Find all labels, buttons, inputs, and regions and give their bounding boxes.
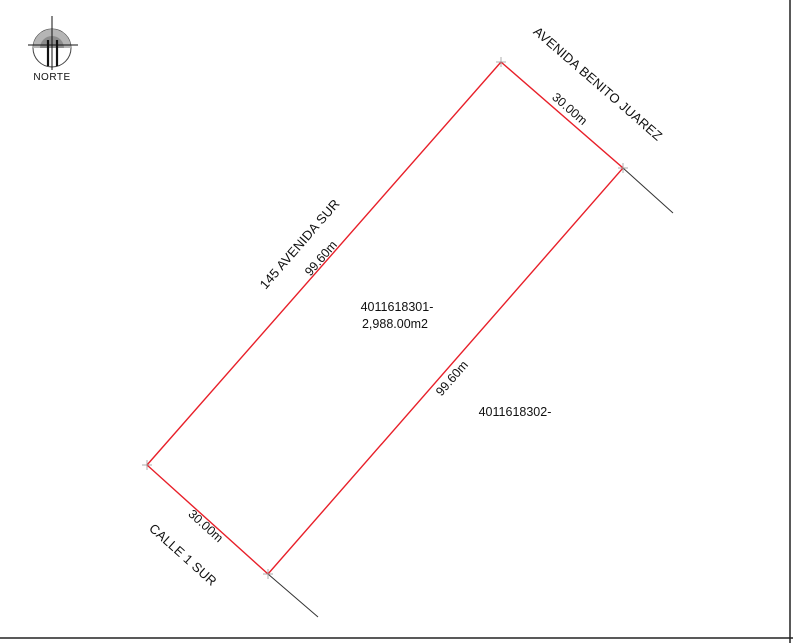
- north-arrow-icon: [28, 16, 78, 70]
- extension-line-ne: [622, 167, 674, 214]
- lot-id: 4011618301-: [361, 300, 434, 314]
- neighbor-lot-id: 4011618302-: [479, 405, 552, 419]
- dimension-south-edge: 30.00m: [185, 507, 225, 545]
- lot-area: 2,988.00m2: [362, 317, 428, 331]
- north-label: NORTE: [33, 72, 70, 83]
- extension-line-sw: [267, 573, 319, 618]
- street-label-avenida-benito-juarez: AVENIDA BENITO JUAREZ: [531, 24, 666, 144]
- vertex-markers: [142, 57, 628, 579]
